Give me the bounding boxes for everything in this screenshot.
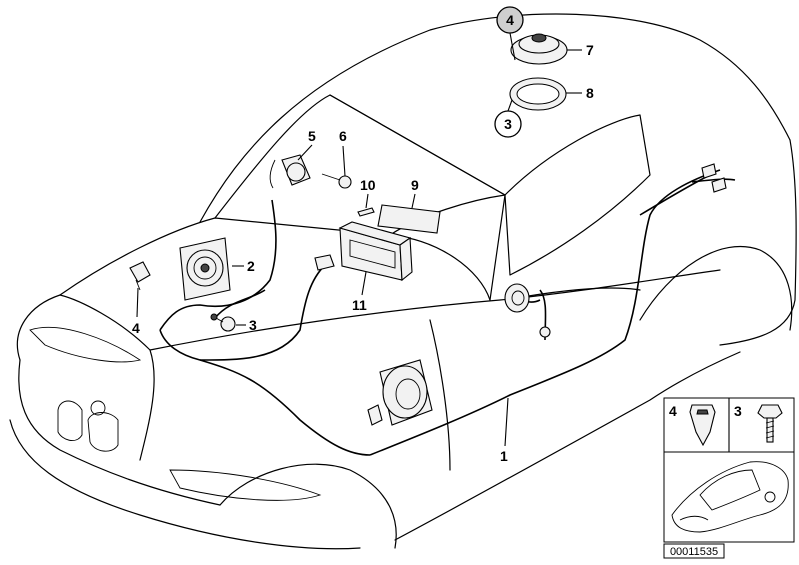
callout-4-top: 4 [506,12,514,28]
callout-6: 6 [339,128,347,144]
tweeter-part [269,154,311,189]
callout-4-left: 4 [132,320,140,336]
connector-part [314,254,335,271]
radio-box-part [338,221,413,282]
door-tweeter-part [504,283,551,338]
parts-inset: 4 3 [663,397,795,543]
inset-clip-label: 4 [669,403,677,419]
callout-1: 1 [500,448,508,464]
diagram-code-box: 00011535 [663,543,725,559]
callout-11: 11 [352,297,367,313]
top-speaker-part [510,33,568,65]
callout-7: 7 [586,42,594,58]
pin-part [357,207,375,217]
callout-10: 10 [360,177,376,193]
callout-5: 5 [308,128,316,144]
speaker-ring-part [509,77,567,111]
inset-screw-label: 3 [734,403,742,419]
callout-9: 9 [411,177,419,193]
car-body-outline [9,13,797,550]
speaker-door-part [367,359,433,426]
callouts: 4 3 7 8 5 6 10 9 2 4 3 11 [132,6,594,464]
plate-part [377,204,441,234]
callout-8: 8 [586,85,594,101]
diagram-code: 00011535 [670,546,718,558]
clip-nut-part [129,261,151,291]
wiring-harness [159,169,736,456]
bolt-part [321,173,352,189]
screw-part [210,313,236,332]
clip-nut-icon [689,404,716,447]
screw-icon [757,404,783,443]
callout-3-left: 3 [249,317,257,333]
car-thumbnail-icon [671,461,789,533]
rear-connectors-part [701,163,727,193]
speaker-front-square [179,237,231,301]
callout-3-top: 3 [504,116,512,132]
callout-2: 2 [247,258,255,274]
